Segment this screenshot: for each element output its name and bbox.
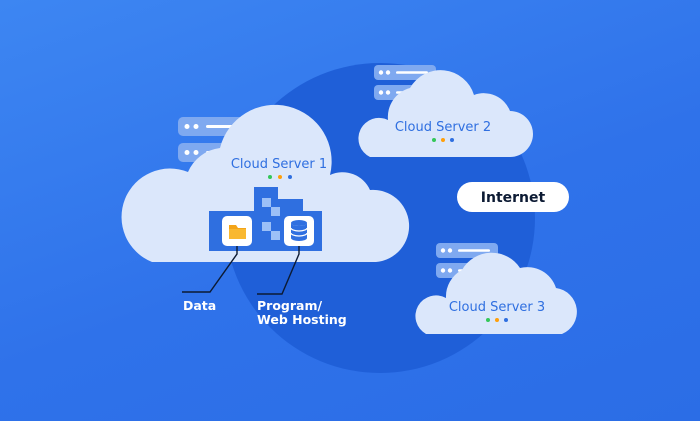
cloud-server-3: Cloud Server 3 xyxy=(415,252,577,334)
window-tile xyxy=(262,198,271,207)
cloud-server-1: Cloud Server 1 xyxy=(121,104,410,263)
window-tile xyxy=(271,207,280,216)
status-dot-orange xyxy=(278,175,282,179)
status-dot-green xyxy=(432,138,436,142)
window-tile xyxy=(262,222,271,231)
status-dot-green xyxy=(486,318,490,322)
status-dot-green xyxy=(268,175,272,179)
program-callout-line xyxy=(257,246,300,295)
status-dot-orange xyxy=(441,138,445,142)
program-label-line2: Web Hosting xyxy=(257,312,347,327)
program-label-line1: Program/ xyxy=(257,298,322,313)
status-dot-blue xyxy=(504,318,508,322)
internet-badge: Internet xyxy=(457,182,569,212)
cloud-server-2: Cloud Server 2 xyxy=(358,70,533,157)
database-icon xyxy=(284,216,314,246)
cloud-server-2-title: Cloud Server 2 xyxy=(395,120,491,135)
cloud-server-1-title: Cloud Server 1 xyxy=(231,157,327,172)
status-dot-blue xyxy=(288,175,292,179)
window-tile xyxy=(271,231,280,240)
status-dot-orange xyxy=(495,318,499,322)
internet-label: Internet xyxy=(481,190,546,206)
status-dot-blue xyxy=(450,138,454,142)
folder-icon xyxy=(222,216,252,246)
cloud-server-3-title: Cloud Server 3 xyxy=(449,300,545,315)
data-callout-line xyxy=(182,246,238,293)
data-label: Data xyxy=(183,298,216,313)
